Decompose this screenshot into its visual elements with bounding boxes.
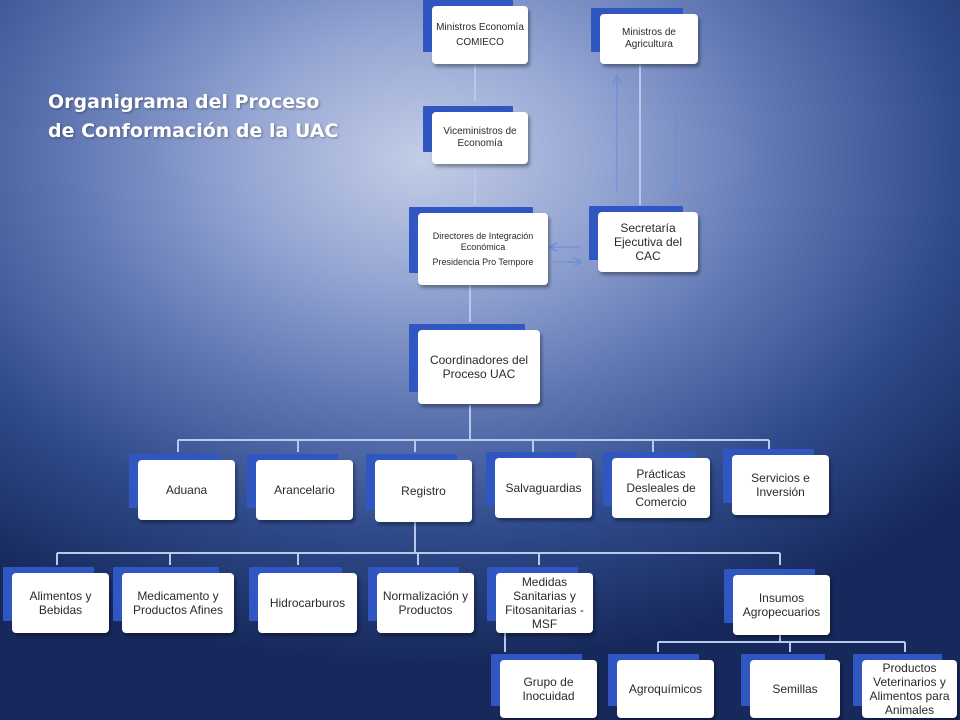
node-grupo-inocuidad-label: Grupo de Inocuidad (522, 675, 575, 703)
node-productos-veterinarios: Productos Veterinarios y Alimentos para … (862, 660, 957, 718)
node-medicamento-label: Medicamento y Productos Afines (132, 589, 224, 617)
node-aduana: Aduana (138, 460, 235, 520)
node-ministros-agricultura: Ministros de Agricultura (600, 14, 698, 64)
page-title-line-1: Organigrama del Proceso (48, 91, 320, 113)
node-productos-veterinarios-label: Productos Veterinarios y Alimentos para … (869, 661, 950, 717)
node-medicamento: Medicamento y Productos Afines (122, 573, 234, 633)
node-semillas-label: Semillas (772, 682, 818, 696)
node-secretaria: Secretaría Ejecutiva del CAC (598, 212, 698, 272)
node-servicios: Servicios e Inversión (732, 455, 829, 515)
node-alimentos: Alimentos y Bebidas (12, 573, 109, 633)
node-directores: Directores de Integración Económica Pres… (418, 213, 548, 285)
node-registro: Registro (375, 460, 472, 522)
node-arancelario-label: Arancelario (274, 483, 335, 497)
node-registro-label: Registro (401, 484, 446, 498)
node-practicas: Prácticas Desleales de Comercio (612, 458, 710, 518)
node-hidrocarburos-label: Hidrocarburos (269, 596, 346, 610)
node-hidrocarburos: Hidrocarburos (258, 573, 357, 633)
node-viceministros-label: Viceministros de Economía (443, 126, 517, 149)
node-viceministros: Viceministros de Economía (432, 112, 528, 164)
node-coordinadores-label: Coordinadores del Proceso UAC (429, 353, 529, 381)
node-ministros-economia-label: Ministros Economía (436, 21, 524, 33)
node-directores-presidencia: Presidencia Pro Tempore (432, 256, 534, 267)
node-semillas: Semillas (750, 660, 840, 718)
node-salvaguardias-label: Salvaguardias (505, 481, 582, 495)
node-agroquimicos-label: Agroquímicos (628, 682, 703, 696)
node-ministros-economia: Ministros Economía COMIECO (432, 6, 528, 64)
node-normalizacion-label: Normalización y Productos (382, 589, 469, 617)
node-ministros-agricultura-label: Ministros de Agricultura (622, 27, 676, 50)
node-coordinadores: Coordinadores del Proceso UAC (418, 330, 540, 404)
node-practicas-label: Prácticas Desleales de Comercio (626, 467, 696, 509)
node-medidas: Medidas Sanitarias y Fitosanitarias - MS… (496, 573, 593, 633)
node-salvaguardias: Salvaguardias (495, 458, 592, 518)
node-ministros-economia-comieco: COMIECO (456, 36, 504, 48)
node-grupo-inocuidad: Grupo de Inocuidad (500, 660, 597, 718)
node-servicios-label: Servicios e Inversión (751, 471, 810, 499)
node-insumos-label: Insumos Agropecuarios (742, 591, 821, 619)
node-arancelario: Arancelario (256, 460, 353, 520)
node-insumos: Insumos Agropecuarios (733, 575, 830, 635)
page-title-line-2: de Conformación de la UAC (48, 120, 339, 142)
node-agroquimicos: Agroquímicos (617, 660, 714, 718)
node-normalizacion: Normalización y Productos (377, 573, 474, 633)
node-directores-label: Directores de Integración Económica (432, 230, 534, 252)
page-title: Organigrama del Proceso de Conformación … (48, 88, 368, 146)
node-secretaria-label: Secretaría Ejecutiva del CAC (613, 221, 683, 263)
node-aduana-label: Aduana (165, 483, 208, 497)
node-medidas-label: Medidas Sanitarias y Fitosanitarias - MS… (505, 575, 584, 631)
node-alimentos-label: Alimentos y Bebidas (29, 589, 92, 617)
